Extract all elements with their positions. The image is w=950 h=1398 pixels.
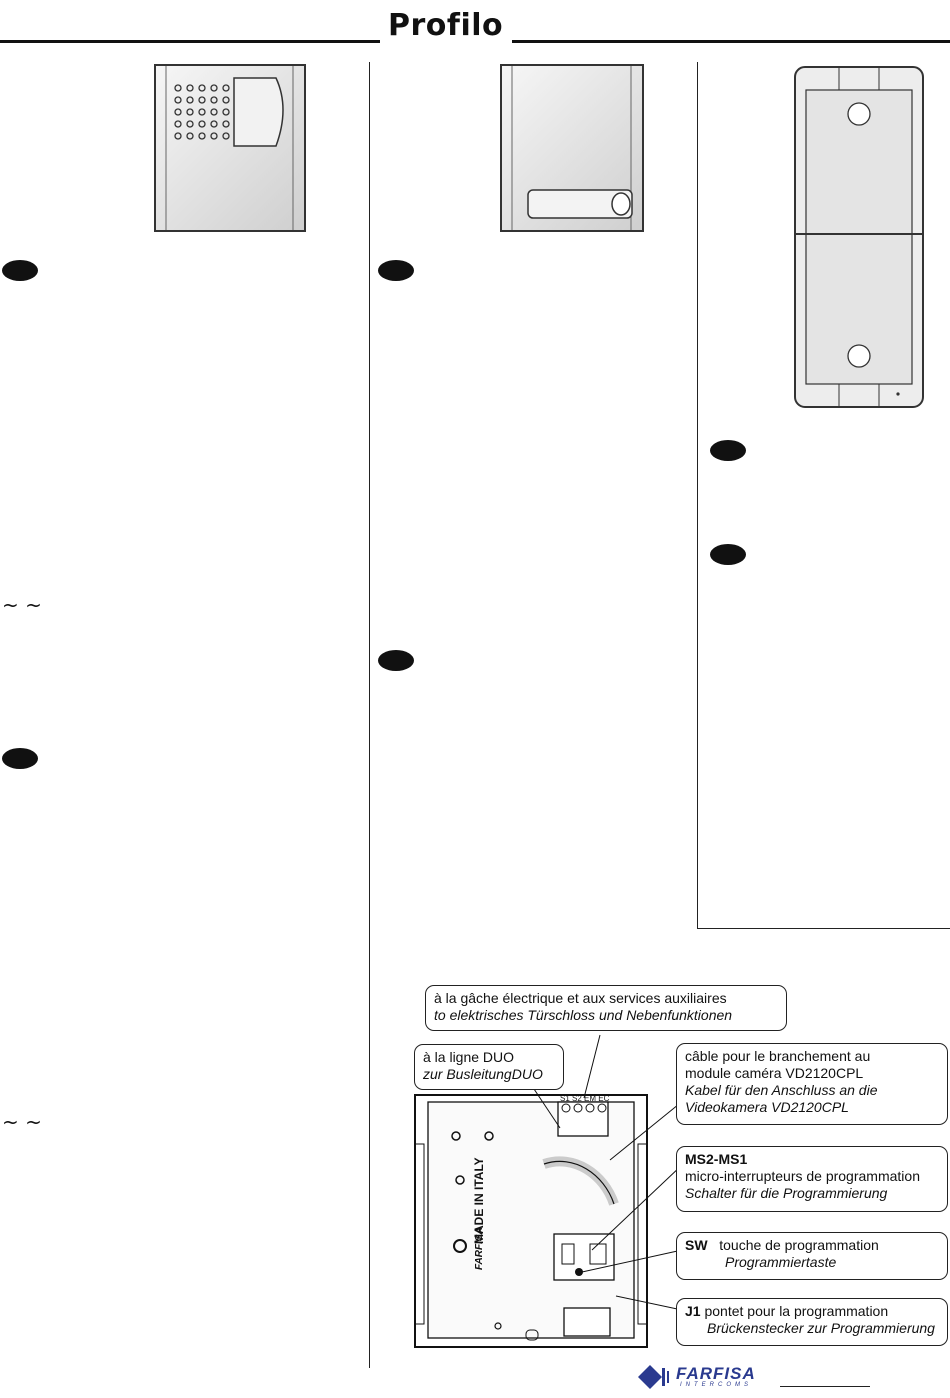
program-button-callout: SW touche de programmation Programmierta… (676, 1232, 948, 1280)
language-badge (2, 260, 38, 281)
ac-symbol: ~ ~ (2, 1110, 42, 1134)
language-badge (710, 544, 746, 565)
callout-text-de: Programmiertaste (725, 1254, 837, 1270)
module-back-drawing (413, 1094, 649, 1348)
electric-lock-callout: à la gâche électrique et aux services au… (425, 985, 787, 1031)
camera-cable-callout: câble pour le branchement au module camé… (676, 1043, 948, 1125)
speaker-module-illustration (154, 64, 306, 232)
logo-brand-text: FARFISA (676, 1364, 756, 1383)
callout-code: J1 (685, 1303, 701, 1319)
callout-text-fr: à la ligne DUO (423, 1049, 515, 1065)
callout-text-de: to elektrisches Türschloss und Nebenfunk… (434, 1007, 733, 1023)
duo-line-callout: à la ligne DUO zur BusleitungDUO (414, 1044, 564, 1090)
header-rule-left (0, 40, 380, 43)
column-divider-2 (697, 62, 698, 928)
language-badge (2, 748, 38, 769)
language-badge (378, 260, 414, 281)
callout-text-fr: micro-interrupteurs de programmation (685, 1168, 920, 1184)
callout-text-de: Videokamera VD2120CPL (685, 1099, 849, 1115)
jumper-callout: J1 pontet pour la programmation Brückens… (676, 1298, 948, 1346)
farfisa-logo-mark (638, 1365, 669, 1389)
button-module-illustration (500, 64, 644, 232)
callout-text-fr: à la gâche électrique et aux services au… (434, 990, 727, 1006)
page-title: Profilo (388, 8, 504, 43)
module-brand-label: FARFISA (474, 1227, 485, 1270)
column-divider-1 (369, 62, 370, 1368)
module-back-diagram: S1 S2 EM EC MADE IN ITALY FARFISA (413, 1094, 649, 1348)
callout-text-de: Kabel für den Anschluss an die (685, 1082, 878, 1098)
callout-text-de: Schalter für die Programmierung (685, 1185, 888, 1201)
language-badge (710, 440, 746, 461)
callout-text-de: Brückenstecker zur Programmierung (707, 1320, 935, 1336)
header-rule-right (512, 40, 950, 43)
frame-drawing (794, 66, 924, 408)
button-module-drawing (511, 66, 633, 230)
frame-illustration (794, 66, 924, 408)
footer-rule (780, 1386, 870, 1387)
farfisa-logo: FARFISA INTERCOMS (636, 1362, 786, 1392)
callout-code: MS2-MS1 (685, 1151, 748, 1167)
callout-code: SW (685, 1237, 708, 1253)
language-badge (378, 650, 414, 671)
speaker-module-drawing (165, 66, 294, 230)
callout-text-de: zur BusleitungDUO (423, 1066, 543, 1082)
ac-symbol: ~ ~ (2, 593, 42, 617)
column-3-bottom-rule (697, 928, 950, 929)
logo-sub-text: INTERCOMS (680, 1382, 752, 1388)
dip-switch-callout: MS2-MS1 micro-interrupteurs de programma… (676, 1146, 948, 1212)
terminal-labels: S1 S2 EM EC (560, 1094, 610, 1103)
callout-text-fr: touche de programmation (719, 1237, 879, 1253)
callout-text-fr: pontet pour la programmation (704, 1303, 889, 1319)
callout-text-fr: câble pour le branchement au (685, 1048, 871, 1064)
callout-text-fr: module caméra VD2120CPL (685, 1065, 864, 1081)
